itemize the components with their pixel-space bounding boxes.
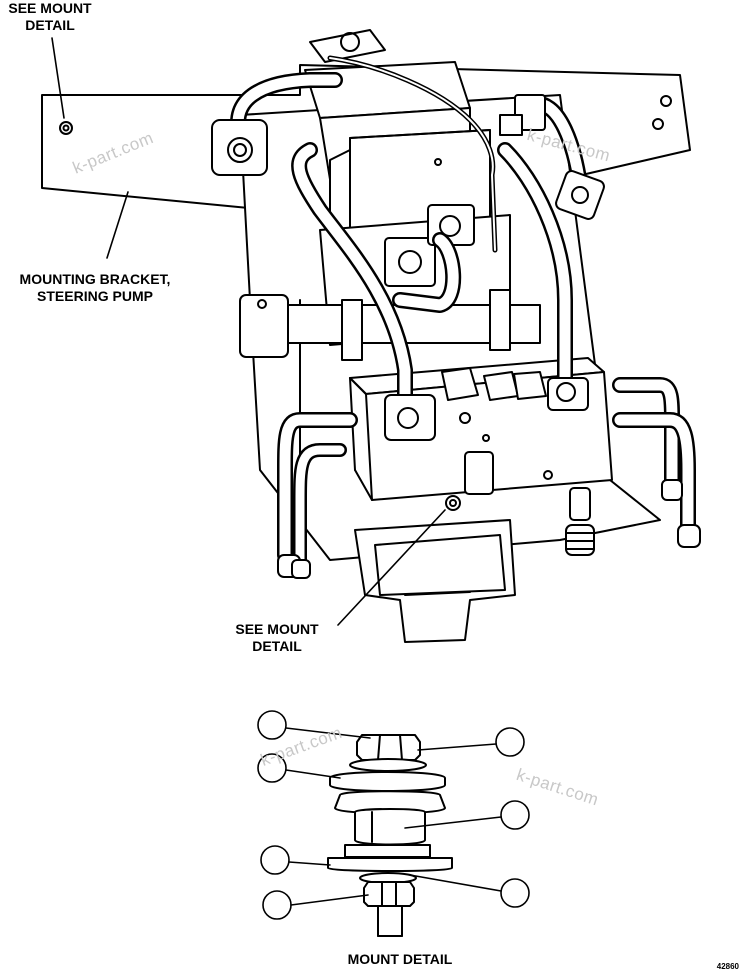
see-mount-detail-label-top: SEE MOUNT DETAIL	[2, 0, 98, 34]
mounting-bracket-label: MOUNTING BRACKET, STEERING PUMP	[5, 271, 185, 305]
leader-lines	[51, 37, 446, 626]
label-line: SEE MOUNT	[235, 621, 319, 637]
upper-valve-block	[304, 29, 491, 239]
label-line: DETAIL	[252, 638, 302, 654]
label-line: MOUNTING BRACKET,	[19, 271, 171, 287]
hoses	[230, 55, 701, 579]
callout-balloons	[257, 710, 530, 920]
label-line: SEE MOUNT	[8, 0, 92, 16]
mount-detail-drawing	[327, 734, 453, 937]
label-line: DETAIL	[25, 17, 75, 33]
mount-detail-caption: MOUNT DETAIL	[347, 951, 453, 967]
hose-flanges	[211, 94, 605, 495]
figure-number: 42860	[716, 962, 739, 971]
label-line: STEERING PUMP	[37, 288, 153, 304]
see-mount-detail-label-mid: SEE MOUNT DETAIL	[222, 621, 332, 655]
